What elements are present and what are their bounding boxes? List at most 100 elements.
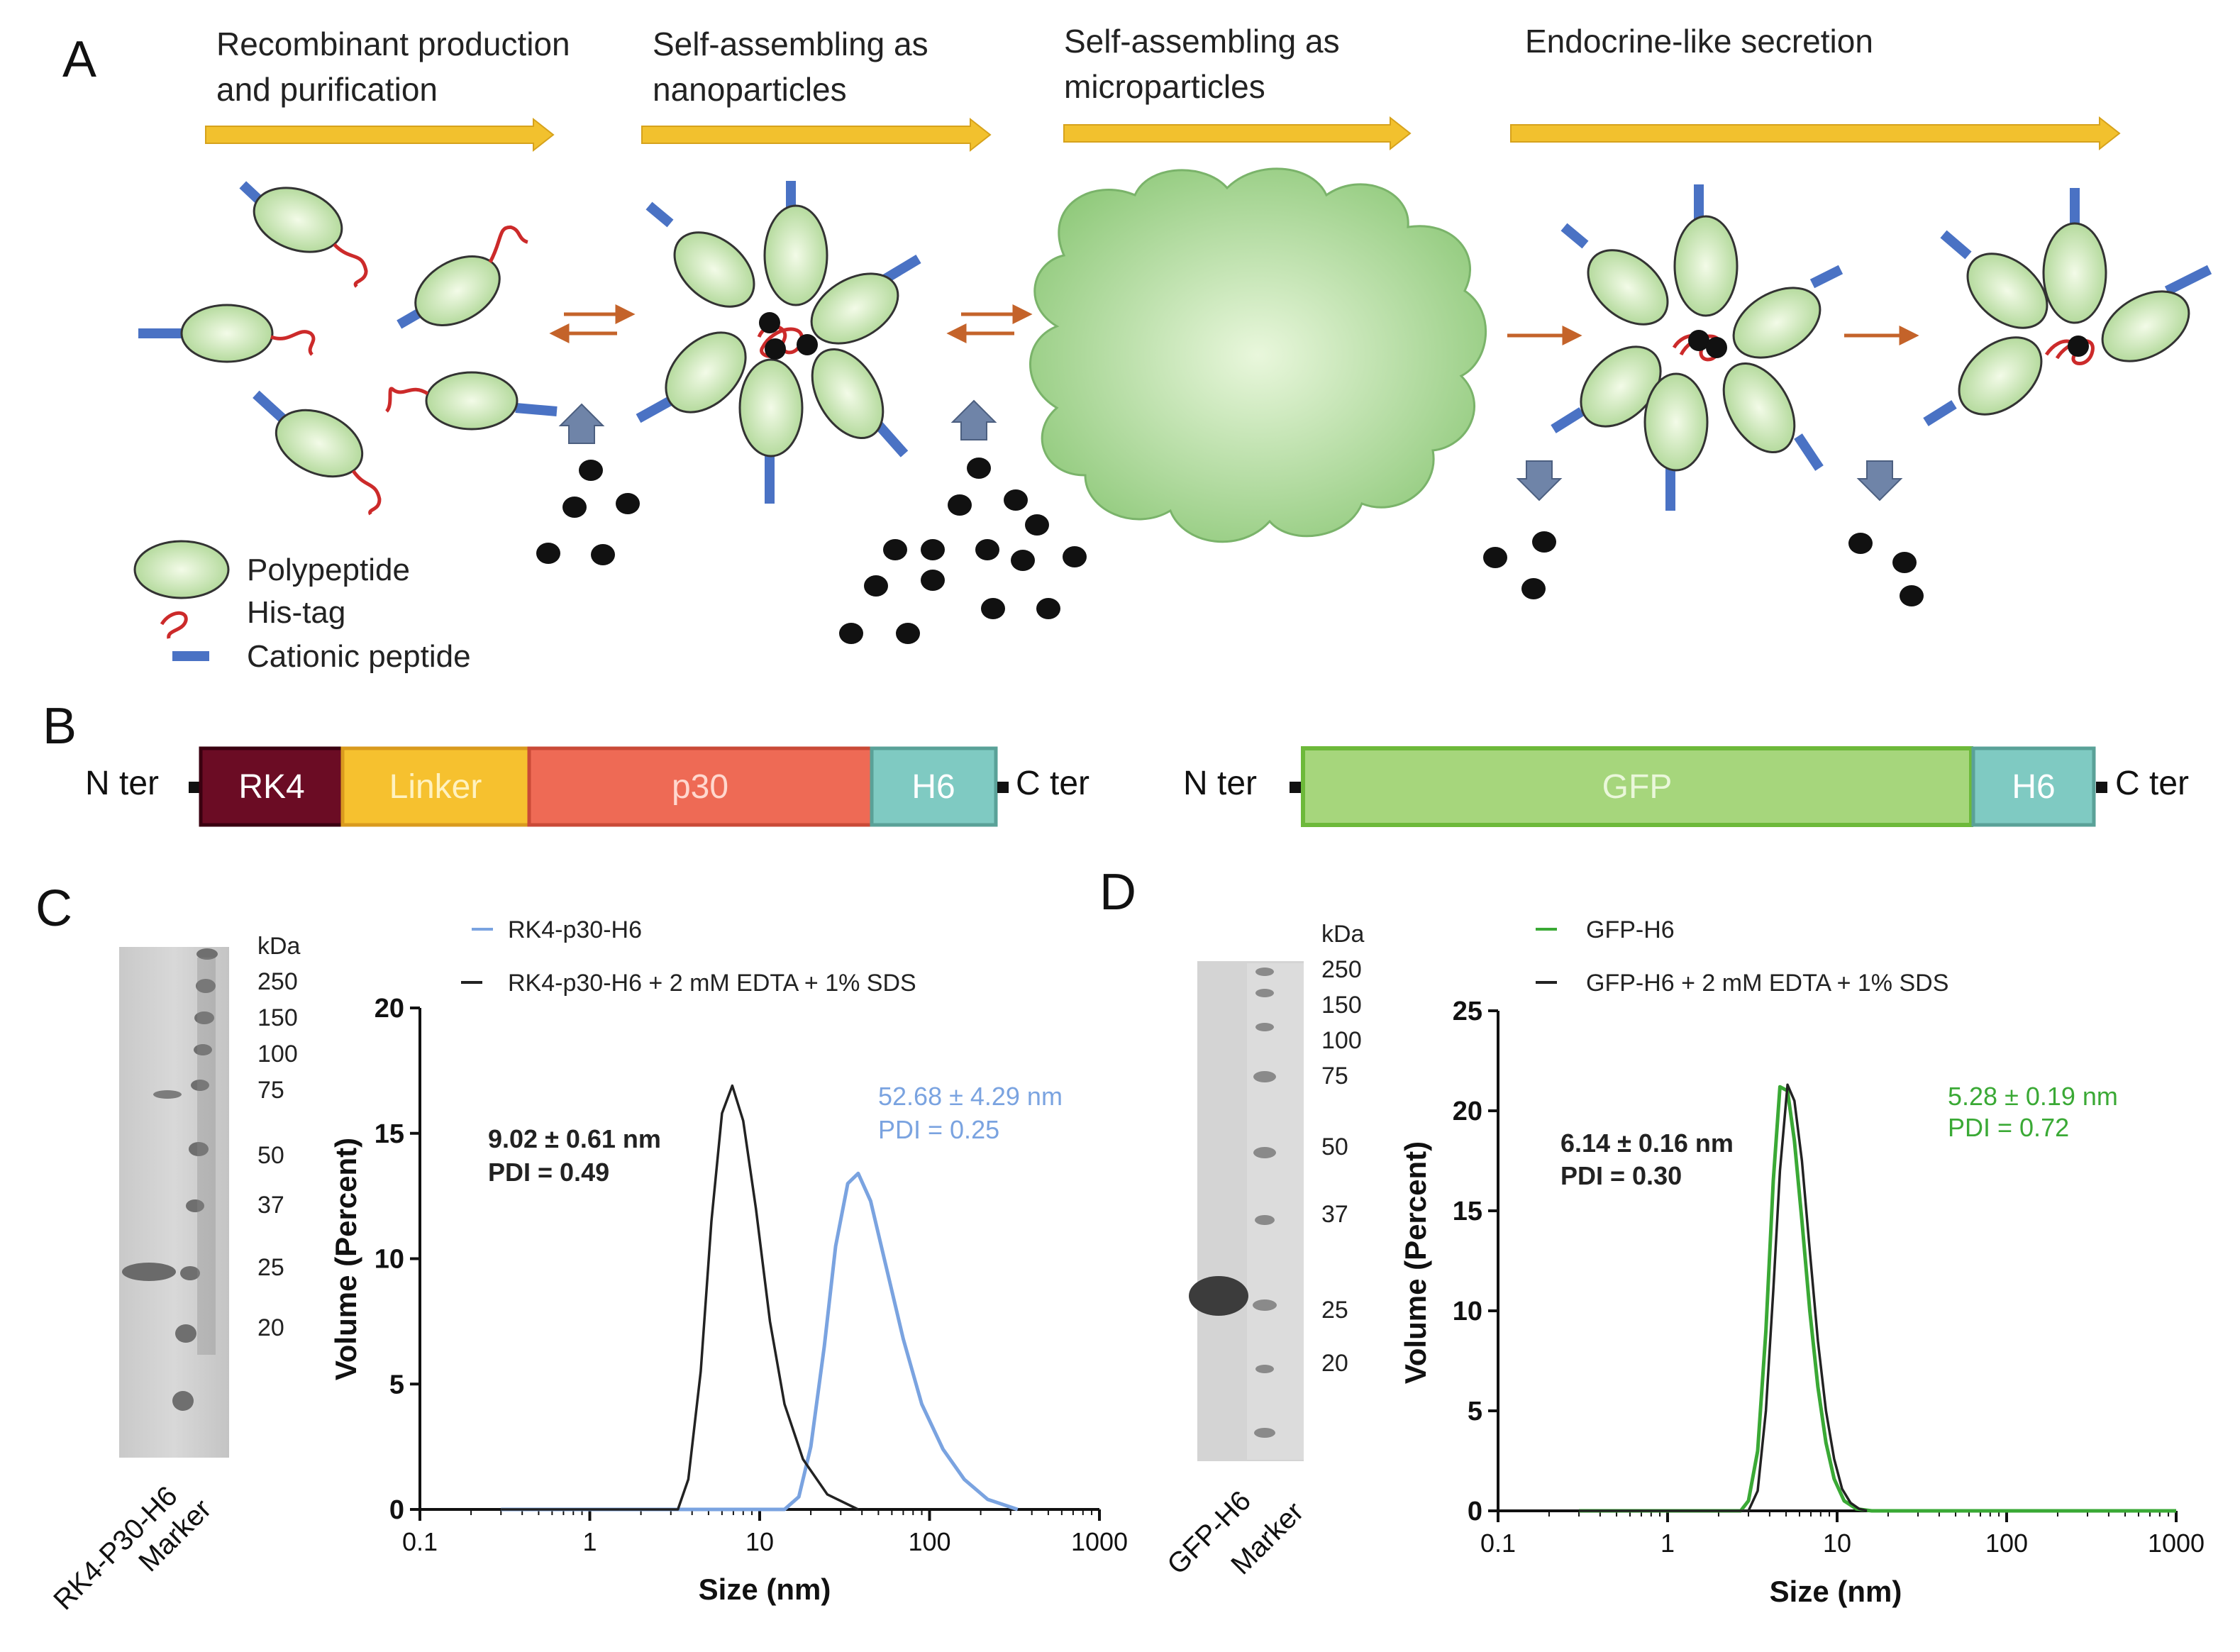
chart-d-xtick-label: 0.1 — [1480, 1529, 1516, 1558]
gel-c-marker-75: 75 — [257, 1077, 284, 1104]
chart-d-xtick-label: 1 — [1660, 1529, 1675, 1558]
chart-c-series-2 — [501, 1084, 859, 1511]
label-linker: Linker — [389, 768, 482, 806]
construct-left-cter: C ter — [1016, 765, 1089, 802]
gel-d-band-product — [1189, 1276, 1248, 1316]
gel-c-marker-20: 20 — [257, 1314, 284, 1341]
legend-polypeptide: Polypeptide — [247, 553, 410, 587]
gel-d-marker-25: 25 — [1321, 1297, 1348, 1324]
chart-c-xlabel: Size (nm) — [699, 1573, 831, 1606]
chart-d-ytick-label: 20 — [1453, 1097, 1482, 1126]
chart-c-ytick-label: 15 — [375, 1119, 404, 1149]
label-rk4: RK4 — [238, 768, 304, 806]
label-h6-left: H6 — [911, 768, 955, 806]
step-4-title: Endocrine-like secretion — [1525, 23, 1873, 60]
annotation-c-blue-1: 52.68 ± 4.29 nm — [878, 1082, 1063, 1111]
chart-d-xtick-label: 100 — [1985, 1529, 2028, 1558]
legend-histag: His-tag — [247, 595, 345, 630]
chart-c-ytick-label: 0 — [389, 1495, 404, 1525]
gel-c-kda: kDa — [257, 933, 301, 960]
chart-d-ytick-label: 25 — [1453, 997, 1482, 1026]
chart-c-series-1 — [501, 1171, 1019, 1512]
gel-d-kda: kDa — [1321, 921, 1365, 948]
chart-d-series-2 — [1579, 1083, 1868, 1512]
legend-a: Polypeptide His-tag Cationic peptide — [133, 540, 471, 674]
domain-h6-right — [1971, 746, 2096, 827]
panel-c-label: C — [35, 880, 72, 937]
ion-release-arrows — [1516, 460, 1903, 501]
step-1-title-line2: and purification — [216, 71, 438, 108]
construct-left-nter: N ter — [85, 765, 159, 802]
annotation-d-black-2: PDI = 0.30 — [1560, 1161, 1682, 1190]
legend-d-item-2: GFP-H6 + 2 mM EDTA + 1% SDS — [1586, 970, 1948, 997]
legend-d-item-1: GFP-H6 — [1586, 916, 1675, 943]
chart-d-xtick-label: 10 — [1823, 1529, 1851, 1558]
gel-c — [119, 947, 229, 1458]
gel-d-ladder: kDa 250 150 100 75 50 37 25 20 — [1321, 921, 1365, 1377]
chart-d-xlabel: Size (nm) — [1770, 1575, 1902, 1608]
annotation-c-black-2: PDI = 0.49 — [488, 1158, 609, 1187]
nanoparticle-2 — [1551, 184, 1843, 511]
label-p30: p30 — [672, 768, 728, 806]
chart-d-xtick-label: 1000 — [2148, 1529, 2205, 1558]
panel-b-label: B — [43, 698, 77, 755]
domain-gfp — [1301, 746, 1973, 827]
chart-d-ylabel: Volume (Percent) — [1399, 1141, 1432, 1384]
annotation-d-black-1: 6.14 ± 0.16 nm — [1560, 1129, 1734, 1158]
legend-c-item-2: RK4-p30-H6 + 2 mM EDTA + 1% SDS — [508, 970, 916, 997]
release-arrows — [1507, 325, 1919, 346]
polypeptide-legend-icon — [133, 540, 230, 599]
chart-d-ytick-label: 15 — [1453, 1197, 1482, 1226]
construct-right-nter: N ter — [1183, 765, 1257, 802]
annotation-c-blue-2: PDI = 0.25 — [878, 1115, 999, 1144]
chart-c-ytick-label: 20 — [375, 994, 404, 1024]
gel-d-marker-50: 50 — [1321, 1133, 1348, 1160]
step-3-arrow — [1063, 116, 1412, 151]
nanoparticle-1 — [636, 181, 921, 504]
gel-c-marker-50: 50 — [257, 1142, 284, 1169]
equilibrium-arrows-2 — [946, 304, 1033, 344]
annotation-c-black-1: 9.02 ± 0.61 nm — [488, 1124, 661, 1153]
chart-d: GFP-H6 GFP-H6 + 2 mM EDTA + 1% SDS 6.14 … — [1399, 916, 2205, 1608]
gel-c-band-product — [122, 1263, 176, 1281]
step-1-arrow — [205, 117, 555, 153]
gel-c-marker-150: 150 — [257, 1004, 298, 1031]
gel-c-marker-100: 100 — [257, 1041, 298, 1068]
construct-rk4-p30-h6: N ter C ter RK4 Linker p30 H6 — [85, 746, 1089, 827]
chart-d-series-1 — [1579, 1085, 2176, 1513]
chart-c-xtick-label: 1 — [582, 1527, 597, 1556]
label-h6-right: H6 — [2012, 768, 2055, 806]
step-4-arrow — [1510, 116, 2121, 151]
annotation-d-green-2: PDI = 0.72 — [1948, 1113, 2069, 1142]
panel-d-label: D — [1099, 864, 1136, 921]
gel-c-marker-37: 37 — [257, 1192, 284, 1219]
chart-c-ytick-label: 10 — [375, 1245, 404, 1275]
gel-d — [1189, 961, 1304, 1461]
free-monomers — [138, 181, 558, 516]
chart-c-xtick-label: 10 — [745, 1527, 774, 1556]
chart-c-xtick-label: 1000 — [1071, 1527, 1128, 1556]
legend-c-item-1: RK4-p30-H6 — [508, 916, 642, 943]
equilibrium-arrows-1 — [549, 304, 636, 344]
annotation-d-green-1: 5.28 ± 0.19 nm — [1948, 1082, 2118, 1111]
step-3-title-line1: Self-assembling as — [1064, 23, 1340, 60]
chart-d-ytick-label: 0 — [1468, 1497, 1482, 1526]
chart-d-ytick-label: 5 — [1468, 1397, 1482, 1426]
nanoparticle-3 — [1923, 188, 2212, 426]
panel-a-label: A — [62, 31, 96, 88]
histag-legend-icon — [160, 611, 188, 639]
step-2-arrow — [641, 117, 992, 153]
ion-uptake-arrows — [558, 399, 997, 444]
step-2-title-line2: nanoparticles — [653, 71, 847, 108]
gel-c-marker-250: 250 — [257, 968, 298, 995]
chart-c-ylabel: Volume (Percent) — [329, 1138, 362, 1380]
metal-ions — [536, 458, 1924, 644]
gel-d-marker-37: 37 — [1321, 1201, 1348, 1228]
gel-d-marker-75: 75 — [1321, 1063, 1348, 1090]
legend-cationic: Cationic peptide — [247, 639, 471, 674]
gel-c-ladder: kDa 250 150 100 75 50 37 25 20 — [257, 933, 301, 1341]
step-2-title-line1: Self-assembling as — [653, 26, 928, 62]
gel-d-marker-20: 20 — [1321, 1350, 1348, 1377]
domain-p30 — [527, 746, 874, 827]
